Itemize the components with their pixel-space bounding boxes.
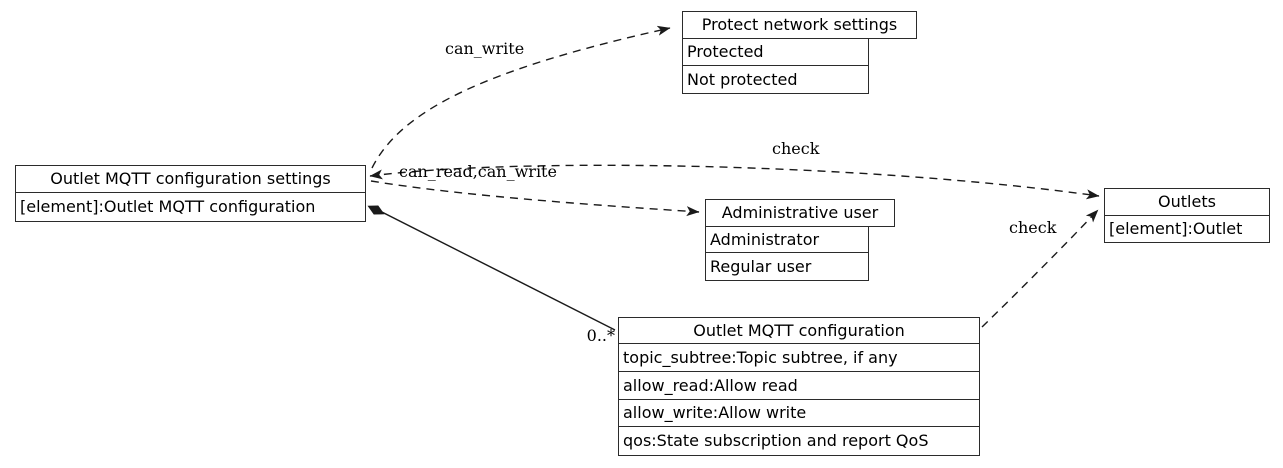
edge-label-can-read-can-write: can_read,can_write (399, 162, 557, 181)
node-settings-element-row: [element]:Outlet MQTT configuration (15, 191, 366, 222)
node-config-row-allow-read: allow_read:Allow read (618, 371, 980, 400)
node-config-row-qos: qos:State subscription and report QoS (618, 426, 980, 456)
edge-can-write (371, 25, 671, 169)
node-administrative-user: Administrative user Administrator Regula… (705, 199, 895, 281)
node-outlets: Outlets [element]:Outlet (1104, 188, 1270, 243)
edge-can-read-can-write (370, 180, 700, 217)
node-outlets-title: Outlets (1104, 188, 1270, 216)
node-outlet-mqtt-configuration-settings: Outlet MQTT configuration settings [elem… (15, 165, 366, 222)
edge-check-settings-outlets (369, 164, 1100, 200)
edge-label-can-write: can_write (445, 39, 525, 58)
node-admin-row-regular-user: Regular user (705, 252, 869, 281)
node-protect-title: Protect network settings (682, 11, 917, 39)
edge-label-multiplicity: 0..* (586, 326, 615, 345)
node-protect-network-settings: Protect network settings Protected Not p… (682, 11, 917, 94)
node-outlet-mqtt-configuration: Outlet MQTT configuration topic_subtree:… (618, 317, 980, 456)
node-protect-row-protected: Protected (682, 37, 869, 67)
node-config-row-topic-subtree: topic_subtree:Topic subtree, if any (618, 342, 980, 373)
edge-label-check-config-outlets: check (1009, 218, 1057, 237)
edge-composition (373, 207, 616, 331)
node-protect-row-not-protected: Not protected (682, 65, 869, 94)
edge-check-config-outlets (981, 209, 1099, 328)
node-settings-title: Outlet MQTT configuration settings (15, 165, 366, 193)
node-outlets-element-row: [element]:Outlet (1104, 214, 1270, 243)
node-config-row-allow-write: allow_write:Allow write (618, 398, 980, 428)
node-config-title: Outlet MQTT configuration (618, 317, 980, 344)
edge-label-check-settings-outlets: check (772, 139, 820, 158)
node-admin-row-administrator: Administrator (705, 225, 869, 254)
node-admin-title: Administrative user (705, 199, 895, 227)
composition-diamond-icon (367, 205, 385, 215)
